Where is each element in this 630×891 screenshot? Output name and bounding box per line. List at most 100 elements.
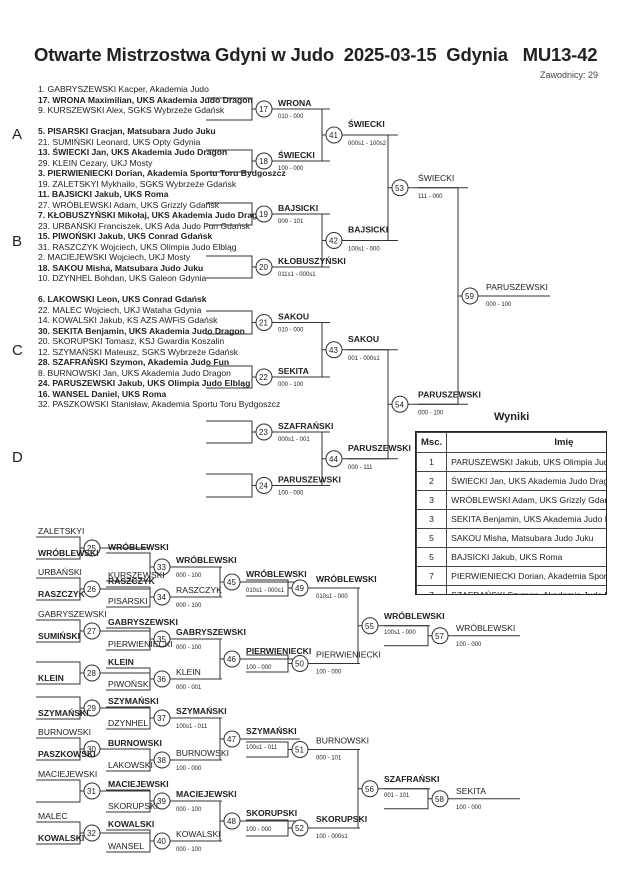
match-number: 21 bbox=[259, 319, 268, 328]
bracket-line bbox=[36, 791, 81, 803]
bracket-line bbox=[176, 739, 221, 761]
match-score: 100 - 000s1 bbox=[316, 834, 348, 840]
match-number: 37 bbox=[157, 714, 166, 723]
match-number: 25 bbox=[87, 544, 96, 553]
bracket-line bbox=[206, 485, 253, 498]
group-label: B bbox=[12, 233, 23, 250]
match-number: 47 bbox=[227, 735, 236, 744]
bracket-line bbox=[278, 108, 326, 136]
bracket-line bbox=[348, 187, 389, 241]
bracket-line bbox=[206, 377, 253, 389]
bracket-line bbox=[316, 625, 359, 664]
match-number: 18 bbox=[259, 157, 268, 166]
bracket-line bbox=[384, 635, 429, 647]
repechage-name: WRÓBLEWSKI bbox=[176, 554, 237, 565]
repechage-name: PASZKOWSKI bbox=[38, 749, 96, 759]
repechage-name: MACIEJEWSKI bbox=[108, 779, 169, 789]
match-number: 48 bbox=[227, 817, 236, 826]
repechage-name: GABRYSZEWSKI bbox=[38, 609, 107, 619]
entry-row: 15. PIWOŃSKI Jakub, UKS Conrad Gdańsk bbox=[38, 231, 213, 241]
group-label: C bbox=[12, 342, 23, 359]
match-circle bbox=[431, 627, 449, 645]
match-score: 100 - 000 bbox=[456, 805, 482, 811]
bracket-line bbox=[206, 161, 253, 173]
match-circle bbox=[153, 630, 171, 648]
bracket-line bbox=[278, 240, 323, 268]
winner-name: SAKOU bbox=[348, 334, 379, 344]
bracket-line bbox=[106, 567, 151, 582]
entry-row: 14. KOWALSKI Jakub, KS AZS AWFiS Gdańsk bbox=[38, 315, 218, 325]
match-circle bbox=[153, 558, 171, 576]
match-circle bbox=[391, 179, 409, 197]
match-circle bbox=[83, 699, 101, 717]
bracket-line bbox=[278, 135, 323, 162]
repechage-name: RASZCZYK bbox=[38, 589, 86, 599]
repechage-name: SKORUPSKI bbox=[316, 814, 367, 824]
results-cell: 3 bbox=[416, 509, 448, 529]
results-cell: SZAFRAŃSKI Szymon, Akademia Judo Fun bbox=[446, 585, 606, 594]
results-cell: BAJSICKI Jakub, UKS Roma bbox=[446, 547, 606, 567]
match-circle bbox=[223, 650, 241, 668]
match-score: 000 - 100 bbox=[418, 410, 444, 416]
bracket-line bbox=[36, 673, 81, 685]
results-cell: ŚWIECKI Jan, UKS Akademia Judo Dragon bbox=[446, 471, 606, 491]
match-number: 26 bbox=[87, 585, 96, 594]
bracket-line bbox=[36, 577, 84, 590]
repechage-name: BURNOWSKI bbox=[38, 727, 91, 737]
results-cell: SAKOU Misha, Matsubara Judo Juku bbox=[446, 528, 606, 548]
match-circle bbox=[255, 368, 273, 386]
winner-name: PARUSZEWSKI bbox=[486, 282, 548, 292]
bracket-line bbox=[106, 679, 151, 691]
bracket-line bbox=[206, 365, 256, 378]
repechage-name: SZYMAŃSKI bbox=[246, 726, 297, 736]
bracket-line bbox=[206, 267, 253, 279]
results-header-name: Imię bbox=[446, 432, 606, 453]
winner-name: KŁOBUSZYŃSKI bbox=[278, 256, 346, 266]
bracket-line bbox=[246, 741, 292, 750]
match-number: 33 bbox=[157, 563, 166, 572]
bracket-line bbox=[176, 638, 224, 660]
bracket-line bbox=[246, 828, 289, 837]
match-score: 100s1 - 000 bbox=[348, 247, 380, 253]
bracket-line bbox=[348, 404, 389, 460]
match-score: 010s1 - 000 bbox=[316, 594, 348, 600]
match-score: 100s1 - 011 bbox=[176, 724, 208, 730]
match-score: 000 - 101 bbox=[316, 756, 342, 762]
match-score: 000s1 - 001 bbox=[278, 437, 310, 443]
repechage-name: WRÓBLEWSKI bbox=[246, 568, 307, 579]
entry-row: 10. DZYNHEL Bohdan, UKS Galeon Gdynia bbox=[38, 273, 207, 283]
repechage-name: BURNOWSKI bbox=[316, 736, 369, 746]
entry-row: 22. MALEC Wojciech, UKJ Wataha Gdynia bbox=[38, 304, 202, 315]
match-number: 23 bbox=[259, 428, 268, 437]
match-number: 29 bbox=[87, 704, 96, 713]
match-score: 111 - 000 bbox=[418, 194, 443, 200]
results-header-place: Msc. bbox=[416, 432, 448, 453]
match-circle bbox=[153, 792, 171, 810]
bracket-line bbox=[106, 552, 154, 568]
match-score: 100s1 - 000 bbox=[384, 630, 416, 636]
repechage-name: SKORUPSKI bbox=[246, 808, 297, 818]
winner-name: BAJSICKI bbox=[278, 203, 318, 213]
match-number: 59 bbox=[465, 292, 474, 301]
entry-row: 31. RASZCZYK Wojciech, UKS Olimpia Judo … bbox=[38, 241, 237, 252]
entry-row: 16. WANSEL Daniel, UKS Roma bbox=[38, 388, 167, 399]
bracket-line bbox=[106, 706, 154, 719]
match-number: 36 bbox=[157, 675, 166, 684]
results-cell: WRÓBLEWSKI Adam, UKS Grizzly Gdańsk bbox=[446, 490, 606, 510]
bracket-line bbox=[106, 597, 151, 608]
entry-row: 17. WRONA Maximilian, UKS Akademia Judo … bbox=[38, 94, 253, 105]
winner-name: SZAFRAŃSKI bbox=[278, 421, 333, 431]
repechage-name: PIERWIENIECKI bbox=[246, 646, 311, 656]
match-circle bbox=[255, 258, 273, 276]
bracket-line bbox=[278, 431, 326, 460]
bracket-line bbox=[36, 548, 81, 560]
match-number: 52 bbox=[295, 824, 304, 833]
repechage-name: LAKOWSKI bbox=[108, 760, 153, 770]
bracket-line bbox=[106, 667, 154, 680]
match-circle bbox=[83, 664, 101, 682]
match-number: 19 bbox=[259, 210, 268, 219]
match-circle bbox=[325, 232, 343, 249]
